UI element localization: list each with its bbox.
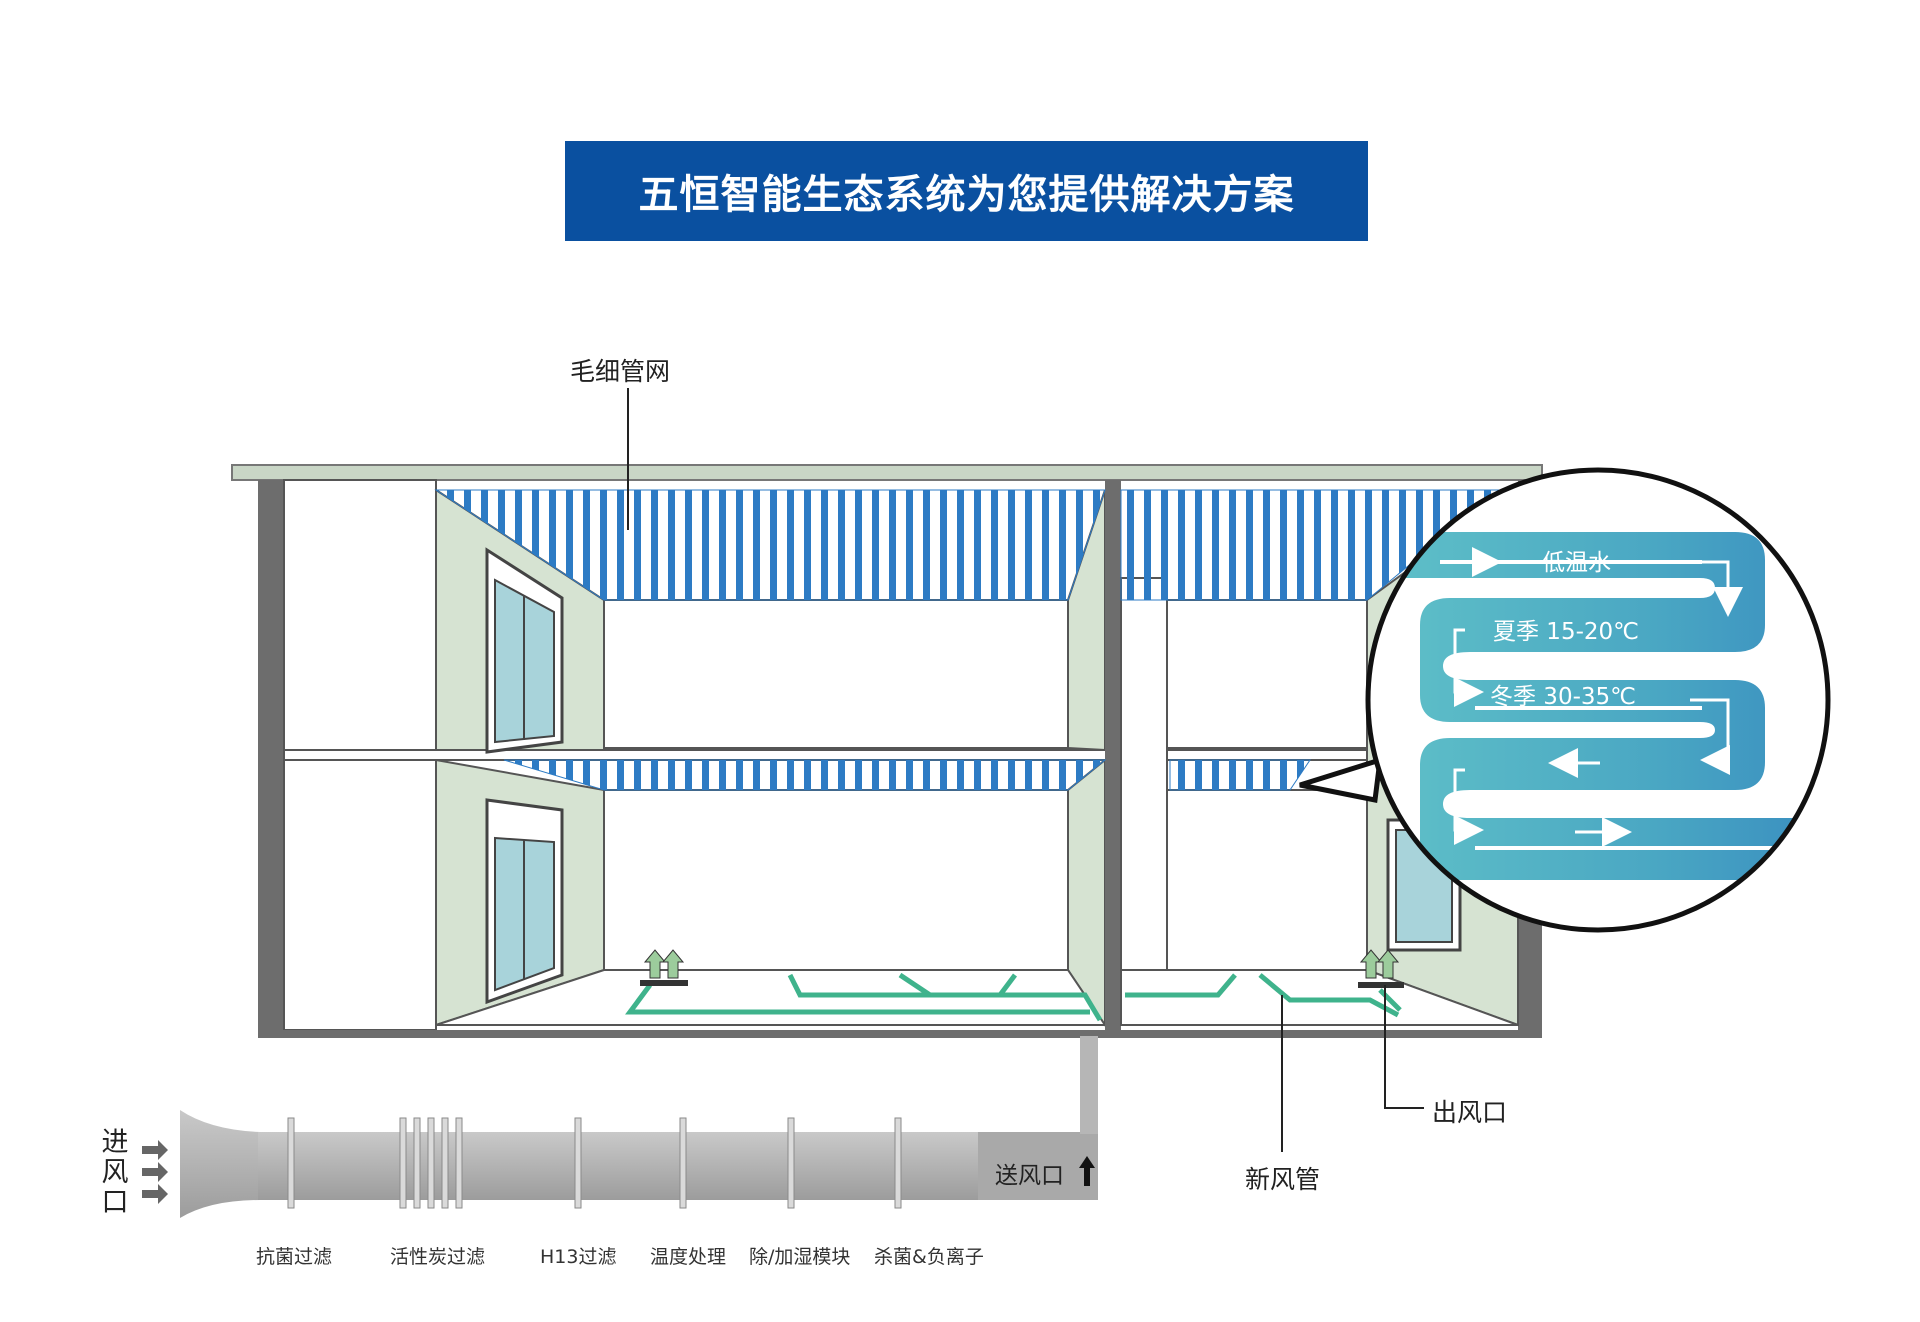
window-upper-left — [485, 547, 564, 754]
capillary-network-label: 毛细管网 — [570, 357, 671, 386]
page-title: 五恒智能生态系统为您提供解决方案 — [638, 172, 1295, 218]
roof-slab — [231, 464, 1543, 481]
inlet-label: 进风口 — [101, 1127, 129, 1218]
floor-vent-right — [1358, 949, 1404, 988]
building — [231, 464, 1543, 1038]
fresh-air-duct-unit — [142, 1036, 1098, 1218]
ground-slab — [258, 1030, 1542, 1038]
summer-temp-label: 夏季 15-20℃ — [1493, 619, 1639, 645]
filter-rings — [287, 1117, 902, 1209]
duct-supply-section — [978, 1132, 1098, 1200]
right-back-lower — [1166, 789, 1368, 971]
duct-inlet-horn — [180, 1110, 260, 1218]
filter-label-sterilization: 杀菌&负离子 — [874, 1246, 984, 1268]
right-back-upper — [1166, 599, 1368, 749]
filter-label-antibacterial: 抗菌过滤 — [256, 1246, 333, 1268]
left-outer-wall — [258, 480, 284, 1030]
floor-vent-left — [640, 949, 688, 986]
mid-floor-slab — [283, 749, 1519, 761]
central-column — [1105, 480, 1121, 1030]
supply-outlet-label: 送风口 — [995, 1163, 1064, 1189]
filter-label-h13: H13过滤 — [540, 1246, 617, 1268]
duct-riser — [1080, 1036, 1098, 1134]
right-shaft — [1120, 577, 1168, 971]
title-banner: 五恒智能生态系统为您提供解决方案 — [565, 141, 1368, 241]
capillary-ceiling-lower-right — [1169, 759, 1311, 791]
callout-pointer — [1299, 756, 1383, 803]
window-lower-left — [485, 798, 564, 1005]
duct-body — [258, 1132, 978, 1200]
flow-arrows — [1445, 547, 1743, 847]
floor-air-pipes — [625, 972, 1402, 1022]
capillary-ceiling-lower-left — [503, 759, 1107, 791]
outlet-leader-line — [1384, 985, 1424, 1109]
supply-up-arrow — [1079, 1156, 1095, 1186]
inlet-arrows — [142, 1140, 168, 1204]
water-temperature-callout — [1299, 467, 1831, 933]
outlet-label: 出风口 — [1432, 1098, 1508, 1127]
filter-label-humidity: 除/加湿模块 — [749, 1246, 851, 1268]
back-wall-upper — [603, 599, 1069, 749]
filter-label-temperature: 温度处理 — [650, 1246, 727, 1268]
filter-label-activated-carbon: 活性炭过滤 — [390, 1246, 486, 1268]
fresh-air-duct-label: 新风管 — [1245, 1165, 1321, 1194]
winter-temp-label: 冬季 30-35℃ — [1490, 684, 1636, 710]
low-temp-water-label: 低温水 — [1542, 550, 1611, 576]
capillary-ceiling-upper-left — [434, 489, 1106, 601]
back-wall-lower — [603, 789, 1069, 971]
capillary-ceiling-upper-right — [1120, 489, 1502, 601]
